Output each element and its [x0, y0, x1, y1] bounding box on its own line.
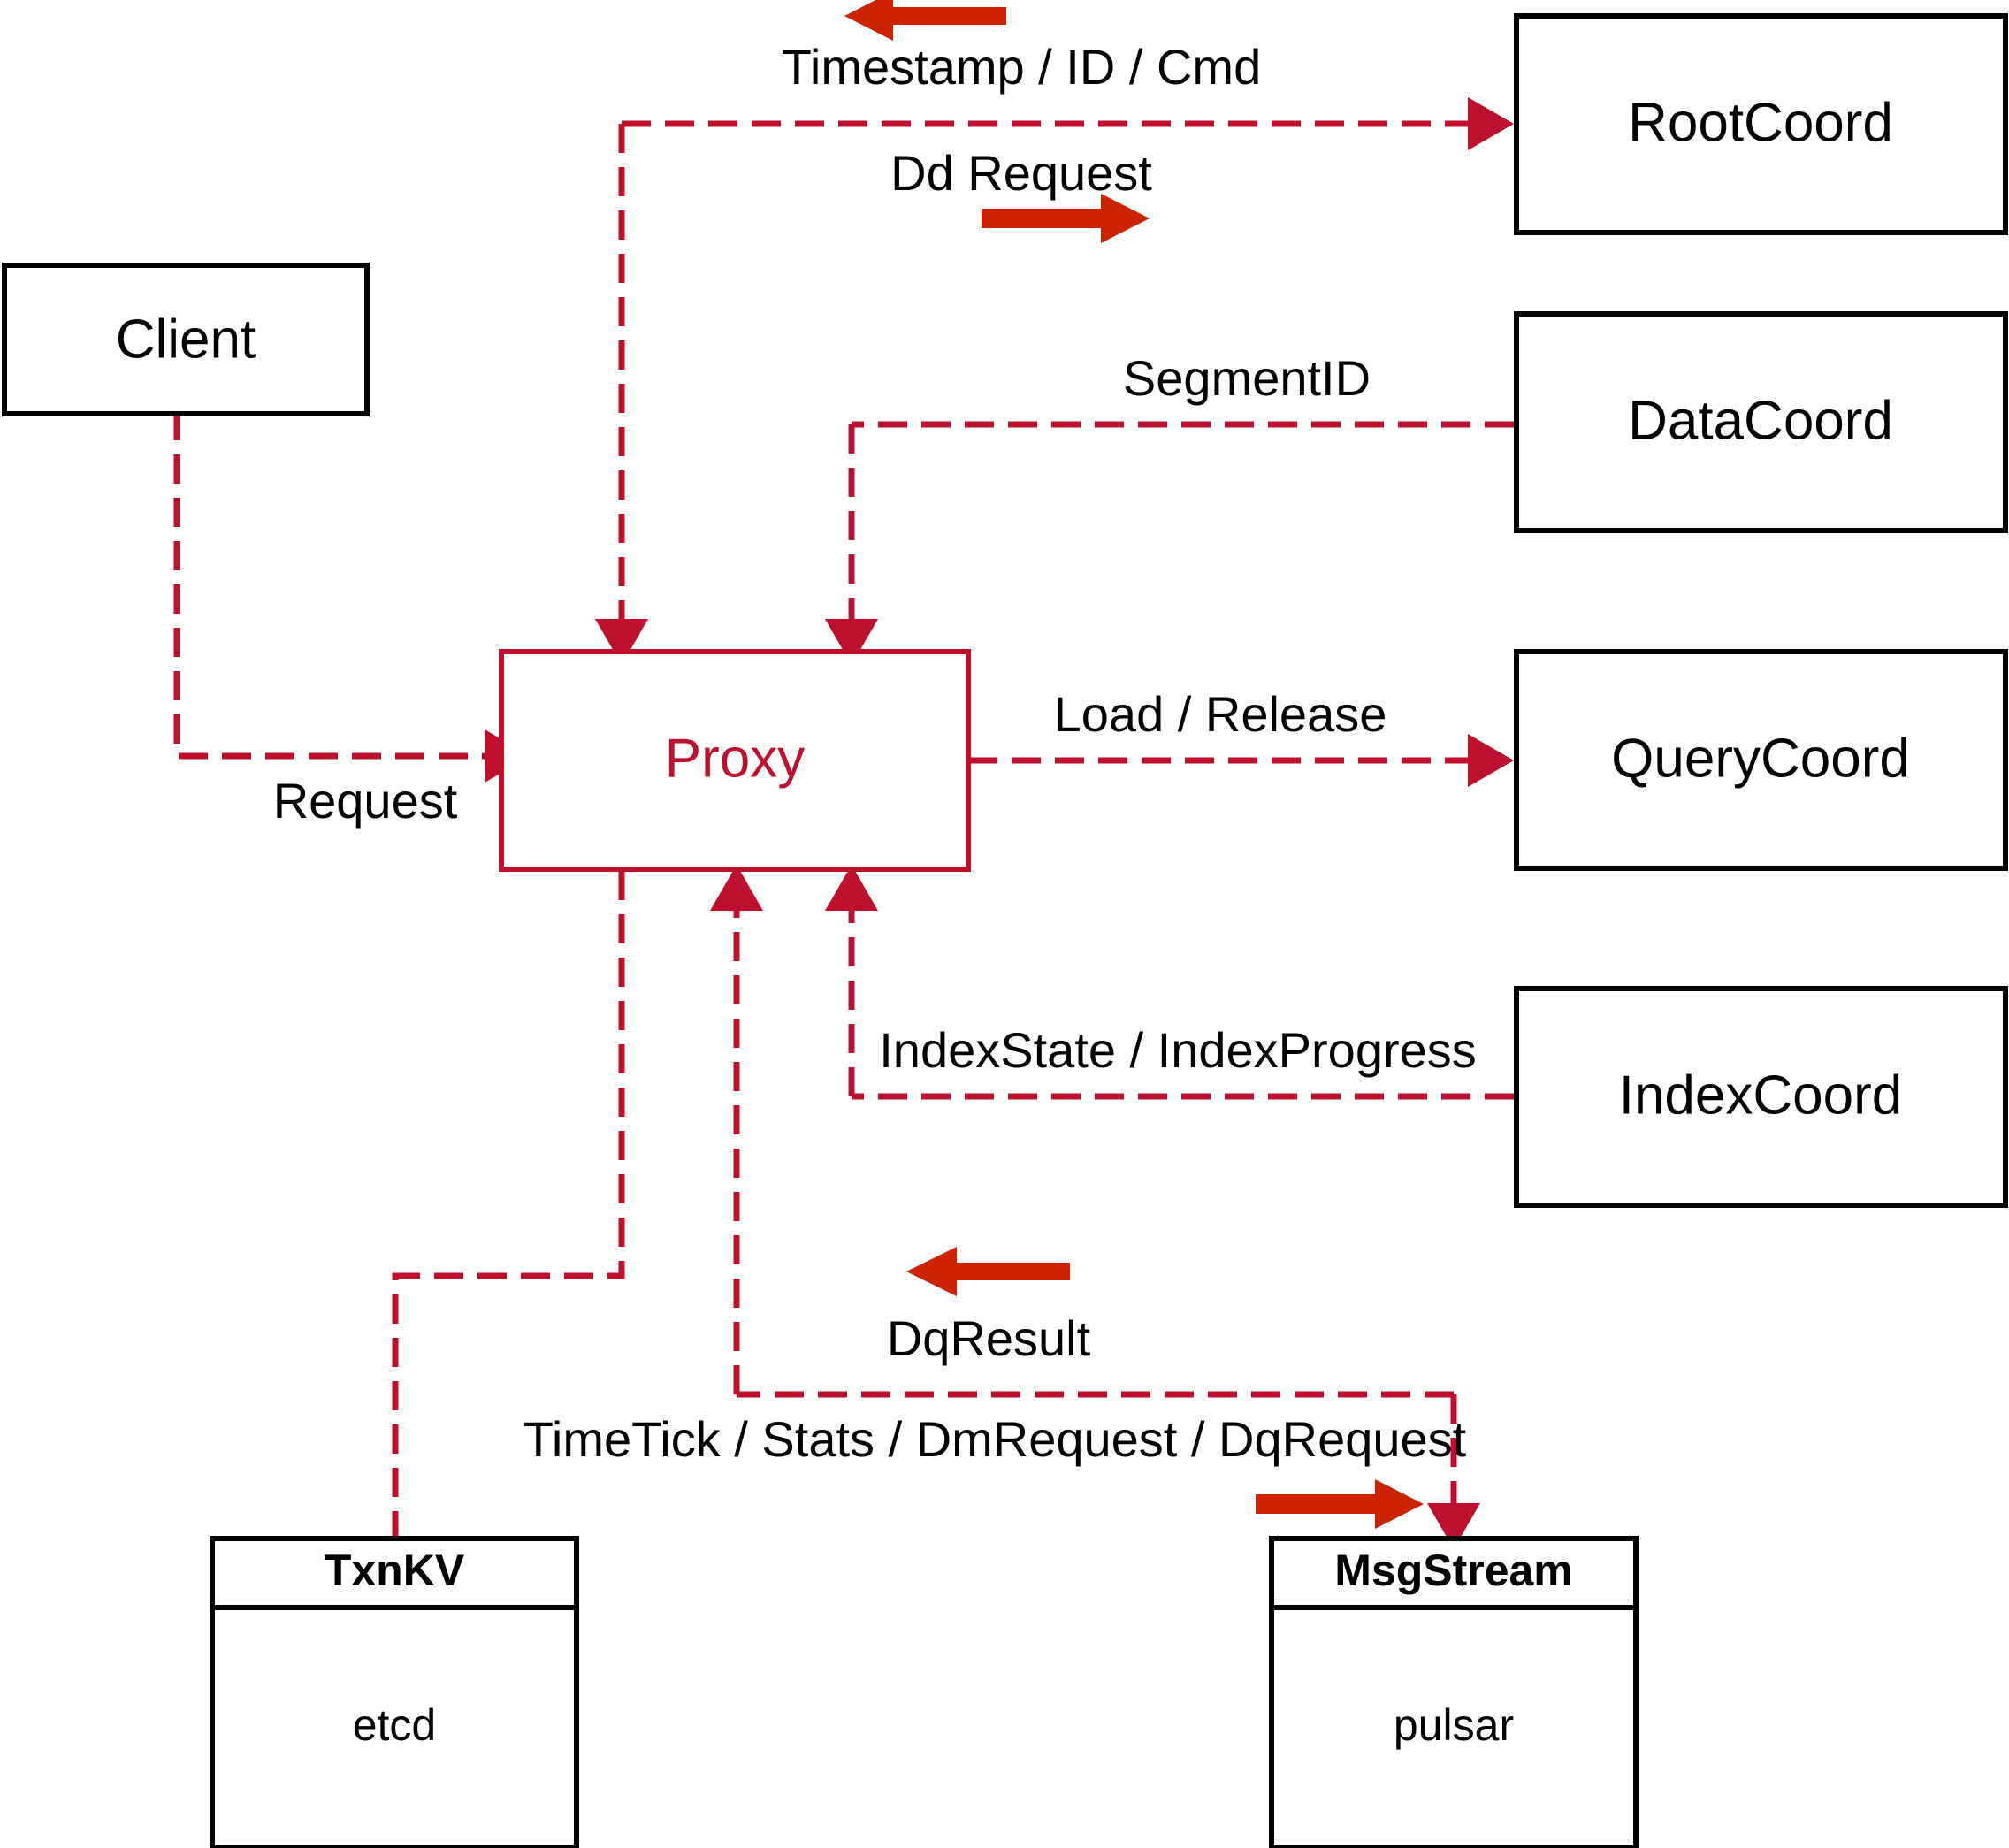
node-indexcoord-label: IndexCoord: [1619, 1065, 1903, 1126]
edge-label-dd-request: Dd Request: [890, 145, 1152, 201]
edge-label-load-release: Load / Release: [1054, 686, 1387, 742]
node-msgstream[interactable]: MsgStream pulsar: [1269, 1536, 1639, 1848]
node-datacoord-label: DataCoord: [1628, 390, 1893, 451]
edge-label-timestamp: Timestamp / ID / Cmd: [782, 39, 1261, 95]
node-indexcoord[interactable]: IndexCoord: [1514, 986, 2008, 1208]
node-querycoord[interactable]: QueryCoord: [1514, 649, 2008, 871]
edge-label-request: Request: [273, 773, 458, 829]
arrow-time-tick-right-icon: [1256, 1479, 1424, 1529]
node-client-label: Client: [116, 309, 256, 370]
node-proxy-label: Proxy: [665, 728, 805, 789]
arrow-timestamp-left-icon: [844, 0, 1006, 41]
edge-index-state: [825, 865, 1514, 1100]
node-querycoord-label: QueryCoord: [1611, 728, 1910, 789]
node-proxy[interactable]: Proxy: [499, 649, 971, 872]
node-datacoord[interactable]: DataCoord: [1514, 311, 2008, 533]
edge-load-release: [968, 734, 1514, 787]
edge-label-time-tick: TimeTick / Stats / DmRequest / DqRequest: [523, 1411, 1467, 1467]
edge-request: [173, 411, 531, 783]
node-msgstream-impl: pulsar: [1394, 1700, 1514, 1750]
edge-txnkv: [392, 871, 625, 1539]
node-txnkv-title: TxnKV: [325, 1546, 465, 1595]
edge-segment-id: [825, 421, 1514, 665]
edge-dq-result: [710, 865, 1454, 1398]
arrow-dd-request-right-icon: [982, 194, 1150, 243]
node-rootcoord[interactable]: RootCoord: [1514, 13, 2008, 235]
node-rootcoord-label: RootCoord: [1628, 92, 1893, 153]
arrow-dq-result-left-icon: [906, 1247, 1070, 1296]
node-client[interactable]: Client: [2, 263, 370, 416]
edge-time-tick: [1427, 1394, 1480, 1549]
edge-label-dq-result: DqResult: [887, 1310, 1091, 1366]
node-txnkv-impl: etcd: [353, 1700, 437, 1750]
edge-label-segment-id: SegmentID: [1123, 350, 1371, 406]
node-txnkv[interactable]: TxnKV etcd: [210, 1536, 579, 1848]
edge-label-index-state: IndexState / IndexProgress: [879, 1022, 1477, 1078]
node-msgstream-title: MsgStream: [1334, 1546, 1573, 1595]
edge-dd-request: [595, 97, 1514, 665]
